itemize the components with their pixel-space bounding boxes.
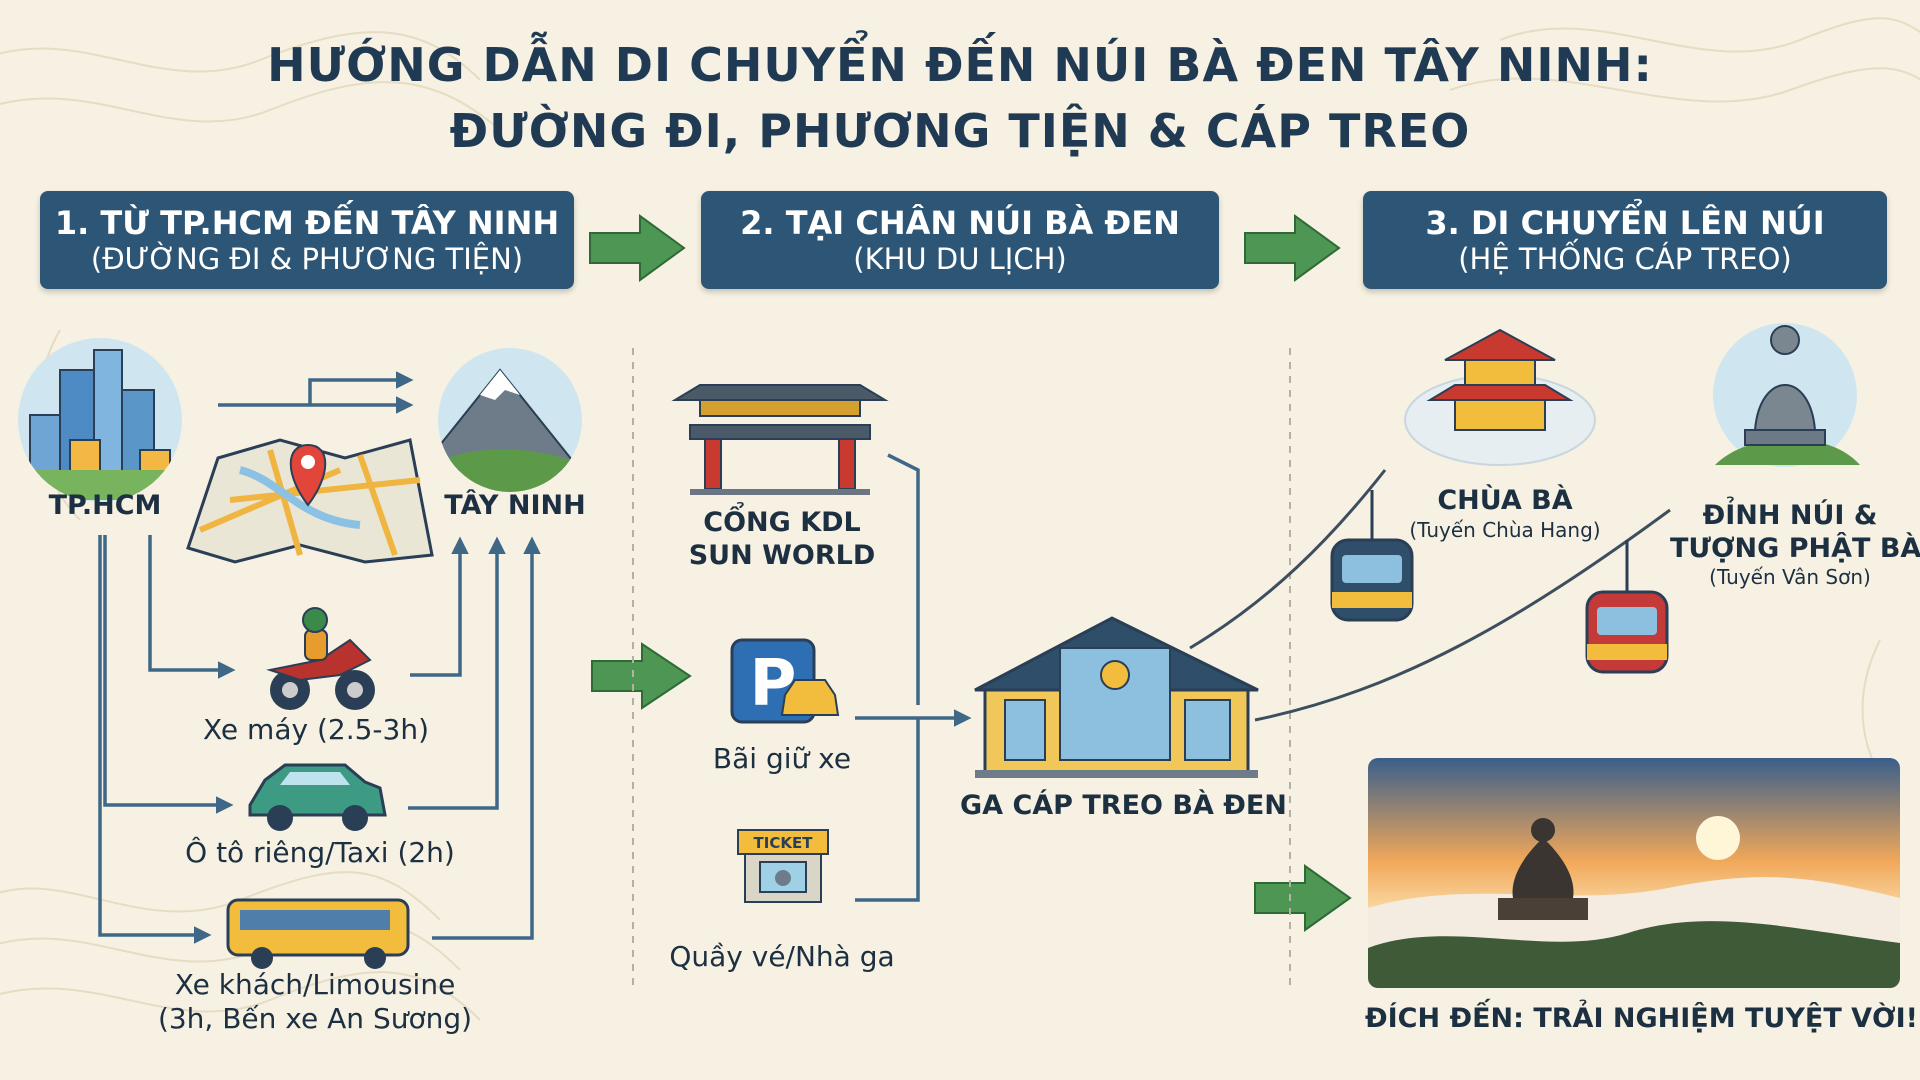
connector-car-up <box>408 536 506 810</box>
step-3-title: 3. DI CHUYỂN LÊN NÚI <box>1425 204 1825 242</box>
flow-arrow-to-parking <box>591 642 692 710</box>
destination-caption: ĐÍCH ĐẾN: TRẢI NGHIỆM TUYỆT VỜI! <box>1365 1003 1918 1034</box>
step-3-subtitle: (HỆ THỐNG CÁP TREO) <box>1458 242 1792 276</box>
destination-photo <box>1368 758 1900 988</box>
mountain-icon <box>438 348 582 492</box>
step-2-title: 2. TẠI CHÂN NÚI BÀ ĐEN <box>740 204 1180 242</box>
gate-label-line1: CỔNG KDL <box>703 507 861 538</box>
pagoda-label: CHÙA BÀ <box>1437 485 1573 516</box>
cable-line-pagoda <box>1189 469 1387 650</box>
flow-arrow-to-destination <box>1254 864 1352 932</box>
cable-cabin-2-icon <box>1585 540 1669 674</box>
summit-label-line2: TƯỢNG PHẬT BÀ <box>1670 533 1920 564</box>
step-1-header: 1. TỪ TP.HCM ĐẾN TÂY NINH (ĐƯỜNG ĐI & PH… <box>40 191 574 289</box>
page-title-line1: HƯỚNG DẪN DI CHUYỂN ĐẾN NÚI BÀ ĐEN TÂY N… <box>267 38 1653 92</box>
step-1-title: 1. TỪ TP.HCM ĐẾN TÂY NINH <box>54 204 560 242</box>
ticket-sign-text: TICKET <box>754 834 814 852</box>
step-3-header: 3. DI CHUYỂN LÊN NÚI (HỆ THỐNG CÁP TREO) <box>1363 191 1887 289</box>
parking-sign-icon: P <box>730 638 840 724</box>
connector-to-motorbike <box>148 535 236 679</box>
pagoda-icon <box>1404 328 1596 466</box>
car-label: Ô tô riêng/Taxi (2h) <box>185 836 455 869</box>
connector-gate-down <box>887 453 920 705</box>
destination-label: TÂY NINH <box>444 490 586 521</box>
car-icon <box>248 763 387 831</box>
connector-motorbike-up <box>410 536 469 677</box>
motorbike-icon <box>266 607 375 710</box>
step-arrow-1 <box>589 214 686 282</box>
step-1-subtitle: (ĐƯỜNG ĐI & PHƯƠNG TIỆN) <box>90 242 524 276</box>
parking-label: Bãi giữ xe <box>712 742 852 775</box>
map-pin-icon <box>186 438 434 564</box>
connector-origin-top <box>308 371 414 405</box>
city-icon <box>18 338 182 502</box>
summit-label-line1: ĐỈNH NÚI & <box>1702 500 1878 531</box>
step-2-subtitle: (KHU DU LỊCH) <box>853 242 1067 276</box>
cable-line-summit <box>1254 508 1671 722</box>
connector-to-car <box>103 535 234 814</box>
bus-label: Xe khách/Limousine <box>174 968 456 1001</box>
cable-car-station-icon <box>974 616 1259 778</box>
origin-label: TP.HCM <box>48 490 162 521</box>
page-title-line2: ĐƯỜNG ĐI, PHƯƠNG TIỆN & CÁP TREO <box>449 104 1471 158</box>
step-arrow-2 <box>1244 214 1341 282</box>
gate-icon <box>671 384 889 495</box>
connector-ticket-up <box>855 718 920 902</box>
cable-cabin-1-icon <box>1330 490 1414 622</box>
motorbike-label: Xe máy (2.5-3h) <box>203 713 429 746</box>
connector-bus-up <box>432 536 541 940</box>
bus-icon <box>226 898 410 969</box>
buddha-statue-icon <box>1713 323 1860 467</box>
station-label: GA CÁP TREO BÀ ĐEN <box>960 790 1287 821</box>
ticket-booth-icon: TICKET <box>737 829 829 903</box>
bus-label-detail: (3h, Bến xe An Sương) <box>157 1002 473 1035</box>
summit-route-label: (Tuyến Vân Sơn) <box>1709 565 1871 589</box>
gate-label-line2: SUN WORLD <box>688 540 876 571</box>
connector-to-bus <box>98 535 212 944</box>
pagoda-route-label: (Tuyến Chùa Hang) <box>1409 518 1601 542</box>
ticket-label: Quầy vé/Nhà ga <box>669 940 895 973</box>
step-2-header: 2. TẠI CHÂN NÚI BÀ ĐEN (KHU DU LỊCH) <box>701 191 1219 289</box>
